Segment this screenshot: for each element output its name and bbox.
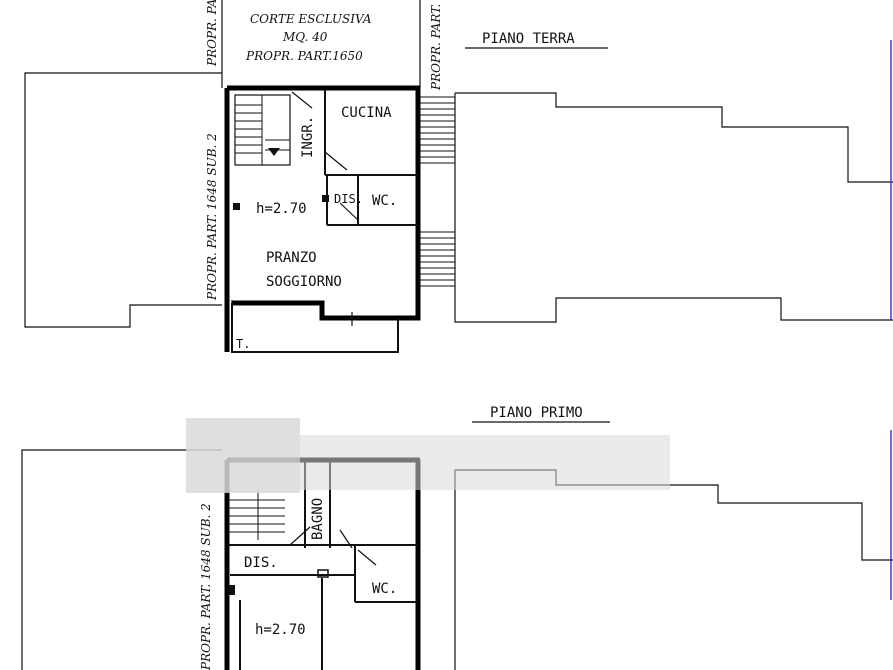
stairs-arrow-icon — [268, 148, 280, 156]
neighbour-right-outline-top — [455, 92, 893, 183]
room-label-closet-first: DIS. — [244, 555, 278, 571]
ground-floor-plan: PIANO TERRA CUCINA INGR. DIS. WC. h=2.70… — [24, 0, 893, 353]
first-floor-stairs — [228, 490, 285, 540]
column-marker-west — [233, 203, 240, 210]
room-label-entrance: INGR. — [300, 116, 316, 158]
kitchen-door-swing — [324, 151, 348, 171]
bath-door-swing — [289, 526, 311, 546]
column-marker-first — [229, 585, 235, 595]
room-label-closet: DIS. — [334, 192, 363, 206]
ground-floor-title: PIANO TERRA — [482, 31, 575, 47]
external-stairs-lower — [420, 231, 455, 287]
room-label-wc-first: WC. — [372, 581, 397, 597]
room-label-terrace: T. — [236, 337, 250, 351]
internal-stairs-treads — [235, 95, 290, 165]
redacted-area — [186, 418, 300, 493]
door-marker — [317, 569, 329, 578]
ground-wall-east-south — [232, 88, 421, 321]
neighbour-left-outline — [24, 72, 222, 328]
side-label-top-right: PROPR. PART. — [429, 4, 443, 91]
room-label-kitchen: CUCINA — [341, 105, 392, 121]
closet-door-swing — [339, 202, 359, 221]
side-label-top-left: PROPR. PA — [205, 0, 219, 67]
redacted-area-wide — [300, 435, 670, 490]
room-label-bathroom: BAGNO — [310, 498, 326, 540]
external-stairs-upper — [420, 96, 455, 164]
room-door-swing — [339, 529, 353, 549]
terrace-outline — [231, 303, 399, 353]
wc-door-swing — [357, 549, 377, 566]
courtyard-note-line2: MQ. 40 — [282, 30, 328, 44]
room-label-dining: PRANZO — [266, 250, 317, 266]
room-label-wc: WC. — [372, 193, 397, 209]
column-marker — [322, 195, 329, 202]
courtyard-note-line3: PROPR. PART.1650 — [245, 49, 363, 63]
room-height-label-first: h=2.70 — [255, 622, 306, 638]
courtyard-note-line1: CORTE ESCLUSIVA — [250, 12, 372, 26]
first-floor-plan: PIANO PRIMO — [21, 405, 893, 670]
neighbour-left-outline-first — [21, 449, 222, 670]
entrance-door-swing — [291, 91, 313, 109]
side-label-left-first: PROPR. PART. 1648 SUB. 2 — [199, 503, 213, 670]
first-floor-title: PIANO PRIMO — [490, 405, 583, 421]
room-label-living: SOGGIORNO — [266, 274, 342, 290]
side-label-left-ground: PROPR. PART. 1648 SUB. 2 — [205, 133, 219, 301]
room-height-label: h=2.70 — [256, 201, 307, 217]
neighbour-right-outline-bottom — [454, 93, 893, 323]
